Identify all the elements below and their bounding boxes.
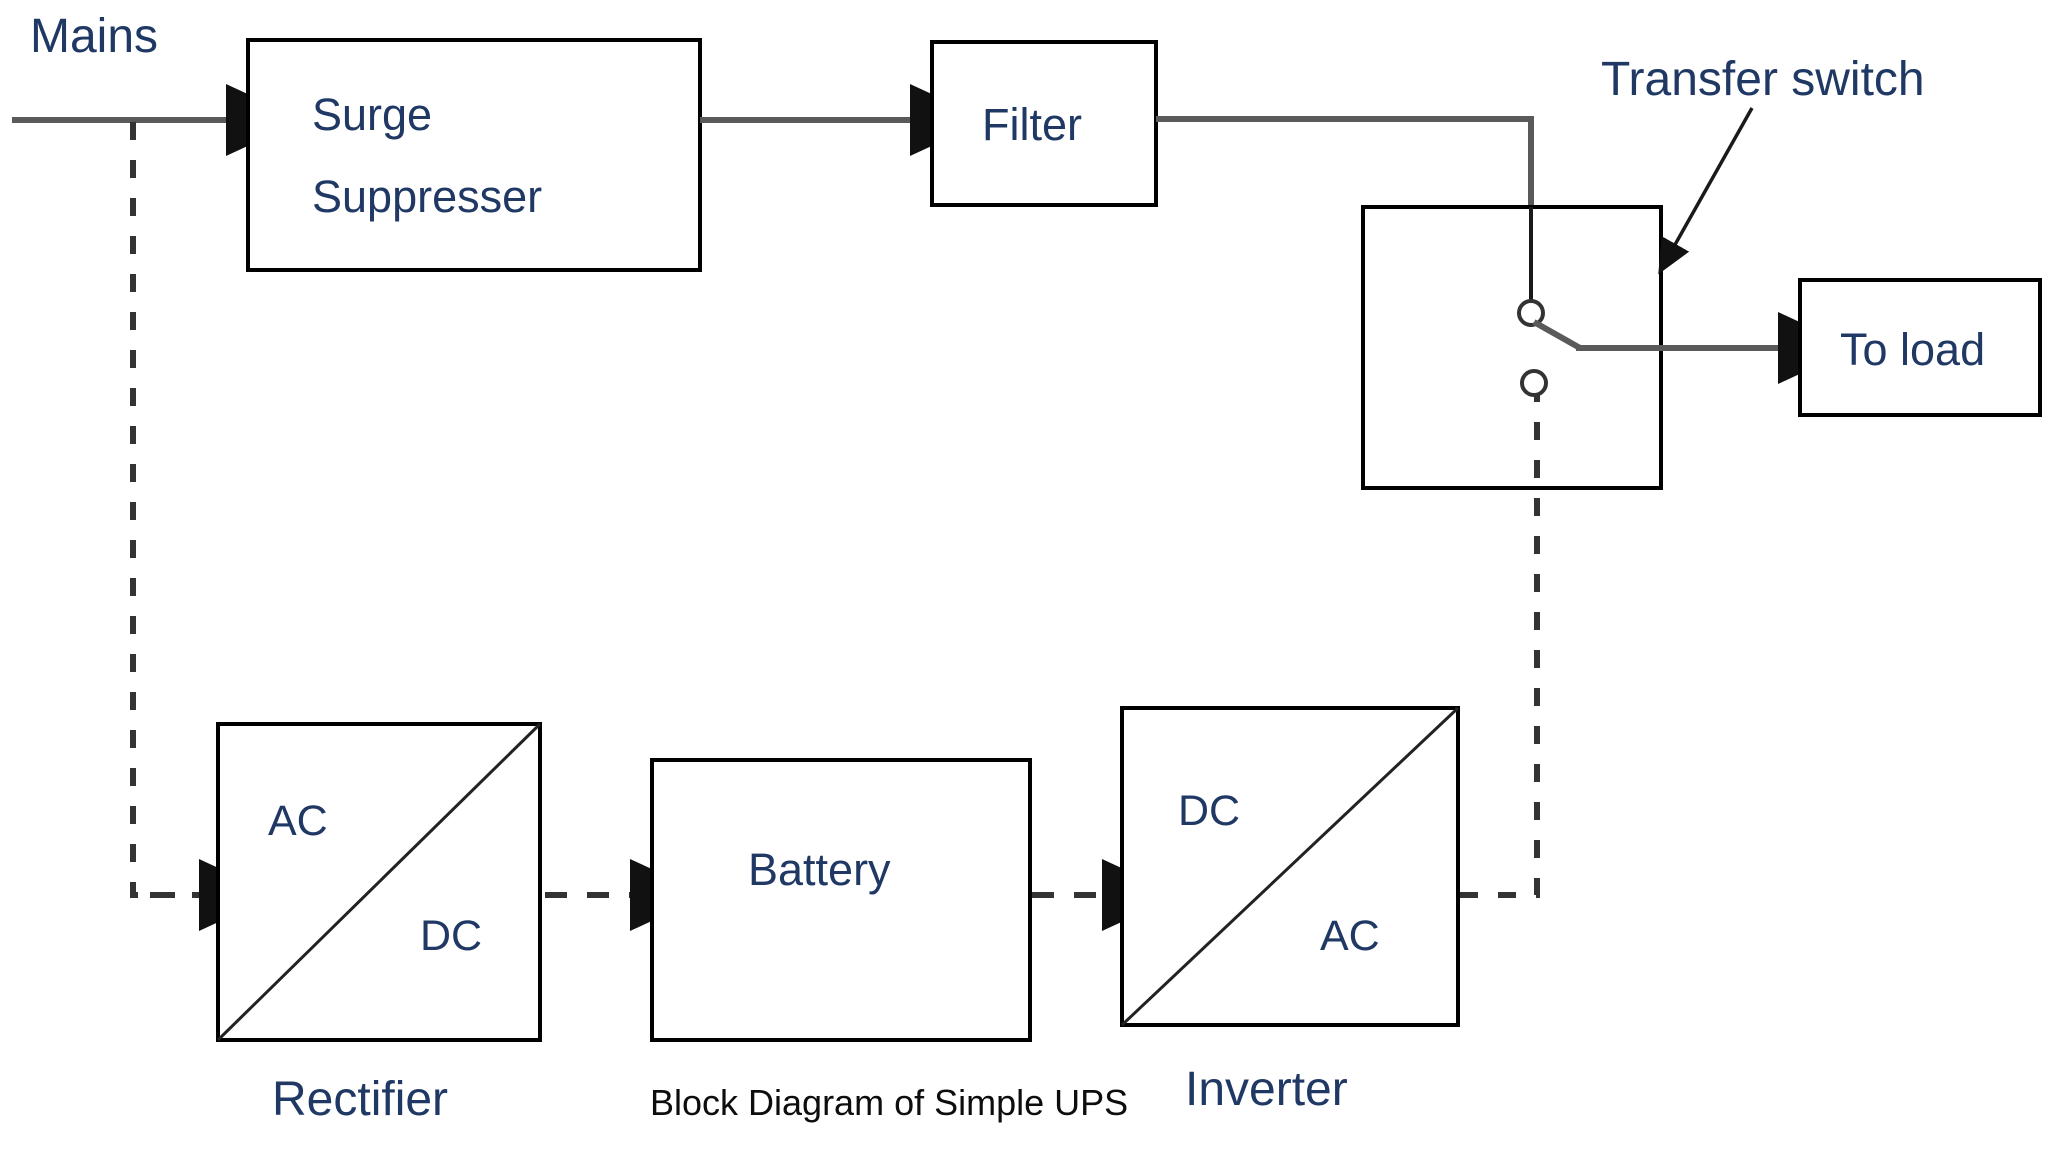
surge-suppresser-line1: Surge bbox=[312, 89, 432, 140]
rectifier-input-type: AC bbox=[268, 797, 328, 845]
transfer-switch-label: Transfer switch bbox=[1601, 53, 1925, 106]
filter-block bbox=[930, 40, 1158, 207]
diagram-caption: Block Diagram of Simple UPS bbox=[650, 1082, 1128, 1123]
transfer-switch-leader-arrow bbox=[1658, 107, 1754, 275]
switch-contact-lower[interactable] bbox=[1520, 369, 1548, 397]
switch-contact-upper[interactable] bbox=[1517, 299, 1545, 327]
filter-label: Filter bbox=[982, 99, 1082, 150]
inverter-input-type: DC bbox=[1178, 787, 1240, 835]
wire-mains-to-rectifier-dashed bbox=[130, 122, 175, 898]
to-load-block bbox=[1798, 278, 2042, 417]
rectifier-diagonal bbox=[216, 722, 542, 1042]
switch-blade[interactable] bbox=[1532, 319, 1582, 351]
inverter-caption: Inverter bbox=[1185, 1063, 1348, 1116]
battery-block bbox=[650, 758, 1032, 1042]
surge-suppresser-line2: Suppresser bbox=[312, 171, 542, 222]
rectifier-output-type: DC bbox=[420, 912, 482, 960]
inverter-output-type: AC bbox=[1320, 912, 1380, 960]
surge-suppresser-block bbox=[246, 38, 702, 272]
inverter-diagonal bbox=[1120, 706, 1460, 1027]
battery-label: Battery bbox=[748, 844, 891, 895]
to-load-label: To load bbox=[1840, 324, 1985, 375]
wire-inverter-to-switch bbox=[1460, 393, 1540, 898]
rectifier-caption: Rectifier bbox=[272, 1073, 448, 1126]
mains-label: Mains bbox=[30, 10, 158, 63]
